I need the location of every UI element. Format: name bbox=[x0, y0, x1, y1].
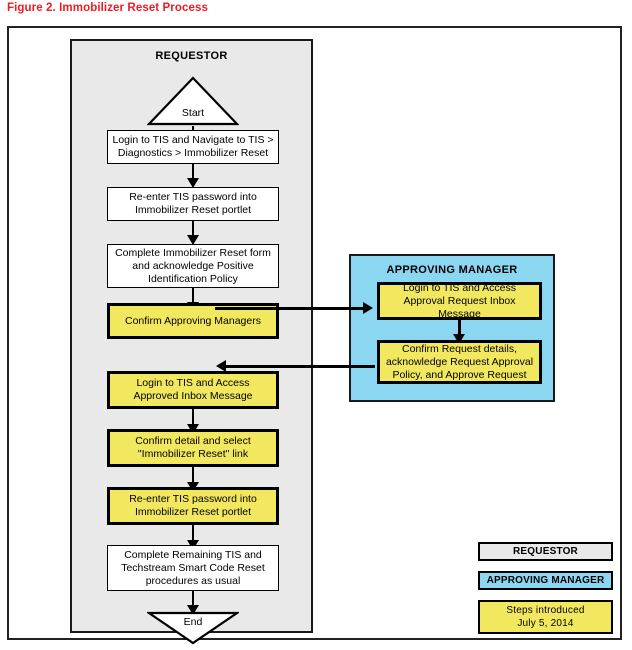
connector-am-to-requestor-line bbox=[226, 365, 375, 368]
step-reenter-password-2[interactable]: Re-enter TIS password into Immobilizer R… bbox=[107, 487, 279, 525]
connector-step2-to-step3 bbox=[191, 221, 195, 238]
connector-step1-to-step2 bbox=[191, 164, 195, 181]
connector-step3-to-step4 bbox=[191, 288, 195, 305]
step-login-navigate[interactable]: Login to TIS and Navigate to TIS > Diagn… bbox=[107, 130, 279, 164]
connector-step7-to-step8 bbox=[191, 525, 195, 543]
start-triangle-icon bbox=[147, 76, 239, 126]
swimlane-approving-manager: APPROVING MANAGER Login to TIS and Acces… bbox=[349, 254, 555, 402]
am-step-access-approval-request[interactable]: Login to TIS and Access Approval Request… bbox=[377, 282, 542, 320]
legend-item-approving-manager: APPROVING MANAGER bbox=[478, 571, 613, 590]
step-access-approved-inbox[interactable]: Login to TIS and Access Approved Inbox M… bbox=[107, 371, 279, 409]
step-complete-form[interactable]: Complete Immobilizer Reset form and ackn… bbox=[107, 244, 279, 288]
swimlane-approving-manager-title: APPROVING MANAGER bbox=[386, 264, 518, 276]
swimlane-requestor-title: REQUESTOR bbox=[155, 50, 228, 62]
arrowhead-right-to-am bbox=[363, 302, 373, 314]
am-step-confirm-approve-request[interactable]: Confirm Request details, acknowledge Req… bbox=[377, 340, 542, 384]
swimlane-requestor: REQUESTOR Start Login to TIS and Navigat… bbox=[70, 39, 313, 645]
legend-new-steps-line2: July 5, 2014 bbox=[517, 618, 574, 629]
legend-item-requestor: REQUESTOR bbox=[478, 542, 613, 561]
step-confirm-detail-select-link[interactable]: Confirm detail and select "Immobilizer R… bbox=[107, 429, 279, 467]
end-triangle-icon bbox=[147, 611, 239, 645]
step-complete-remaining-tis[interactable]: Complete Remaining TIS and Techstream Sm… bbox=[107, 545, 279, 591]
arrowhead-down-end bbox=[186, 605, 199, 615]
start-label: Start bbox=[181, 107, 205, 119]
arrowhead-down-step2 bbox=[186, 178, 199, 188]
legend-item-new-steps: Steps introduced July 5, 2014 bbox=[478, 600, 613, 634]
figure-title: Figure 2. Immobilizer Reset Process bbox=[7, 2, 208, 14]
step-confirm-approving-managers[interactable]: Confirm Approving Managers bbox=[107, 303, 279, 339]
legend-new-steps-line1: Steps introduced bbox=[506, 605, 585, 616]
figure-frame: REQUESTOR Start Login to TIS and Navigat… bbox=[7, 26, 622, 645]
end-label: End bbox=[183, 616, 203, 628]
arrowhead-down-step3 bbox=[186, 235, 199, 245]
connector-requestor-to-am-line bbox=[215, 307, 368, 310]
connector-step6-to-step7 bbox=[191, 467, 195, 485]
connector-am1-to-am2 bbox=[458, 320, 461, 336]
connector-step5-to-step6 bbox=[191, 409, 195, 427]
start-terminator: Start bbox=[147, 76, 239, 126]
connector-step8-to-end bbox=[191, 591, 195, 608]
step-reenter-password-1[interactable]: Re-enter TIS password into Immobilizer R… bbox=[107, 187, 279, 221]
arrowhead-left-to-requestor bbox=[216, 360, 226, 372]
arrowhead-down-am2 bbox=[452, 334, 465, 344]
end-terminator: End bbox=[147, 595, 239, 645]
